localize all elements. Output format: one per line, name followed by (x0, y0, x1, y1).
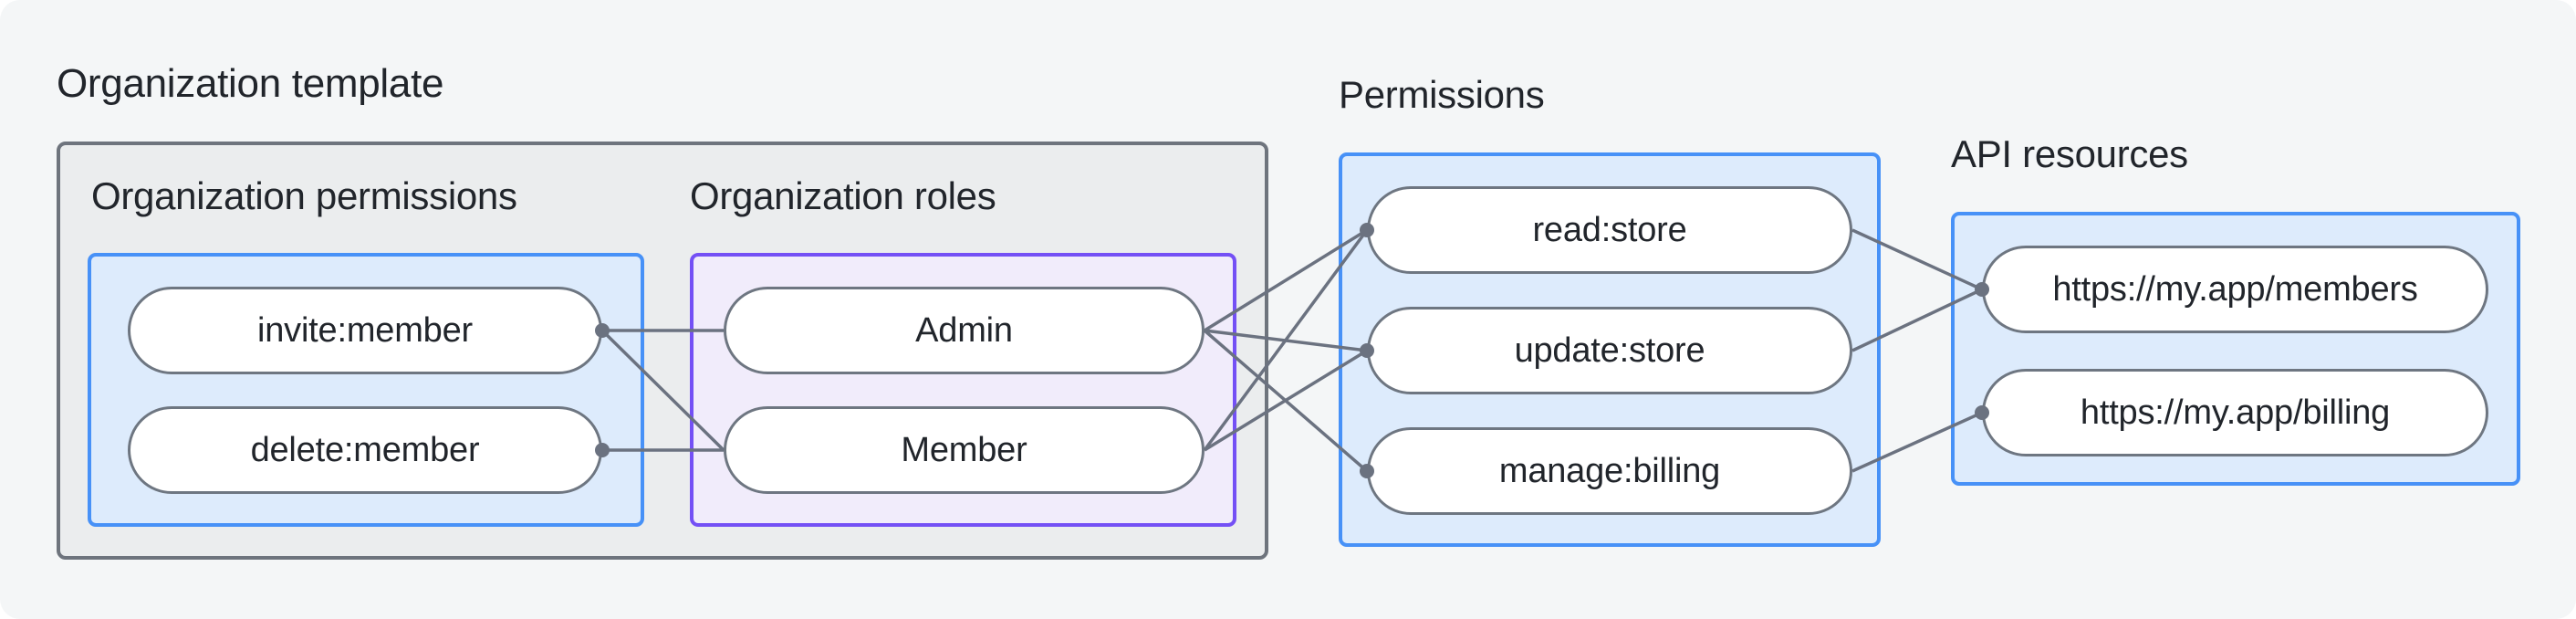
node-label-update: update:store (1514, 330, 1705, 370)
group-label-org-roles: Organization roles (690, 174, 996, 217)
node-pill-manage: manage:billing (1367, 427, 1852, 515)
node-label-member: Member (901, 430, 1027, 469)
node-pill-update: update:store (1367, 307, 1852, 394)
node-label-delete: delete:member (250, 430, 480, 469)
node-pill-members: https://my.app/members (1982, 246, 2488, 333)
node-pill-invite: invite:member (128, 287, 602, 374)
node-pill-billing: https://my.app/billing (1982, 369, 2488, 456)
node-label-manage: manage:billing (1498, 451, 1721, 490)
node-label-admin: Admin (915, 310, 1013, 350)
node-label-read: read:store (1532, 210, 1687, 249)
node-pill-member: Member (724, 406, 1205, 494)
group-label-api-resources: API resources (1951, 132, 2188, 175)
node-pill-admin: Admin (724, 287, 1205, 374)
node-pill-read: read:store (1367, 186, 1852, 274)
node-label-billing: https://my.app/billing (2080, 393, 2391, 432)
group-label-org-permissions: Organization permissions (91, 174, 517, 217)
node-pill-delete: delete:member (128, 406, 602, 494)
group-label-permissions: Permissions (1339, 73, 1545, 116)
node-label-members: https://my.app/members (2052, 269, 2418, 309)
page-title: Organization template (57, 61, 444, 106)
node-label-invite: invite:member (256, 310, 474, 350)
